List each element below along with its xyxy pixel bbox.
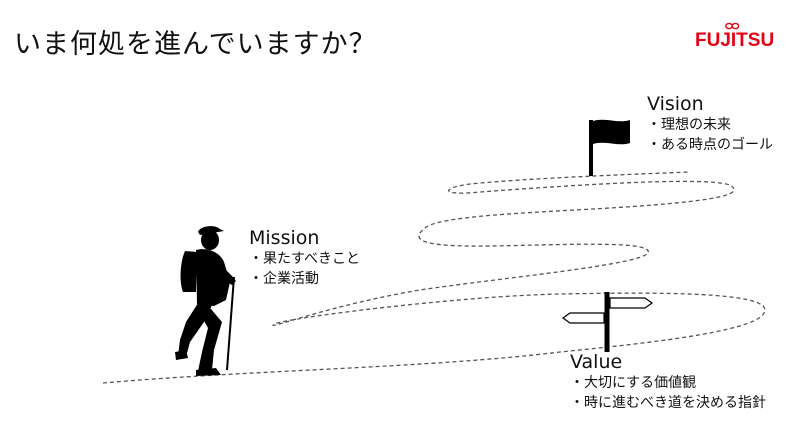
fujitsu-infinity-logo: [725, 22, 740, 30]
fujitsu-logo-text: FUJITSU: [695, 30, 774, 51]
vision-label-block: Vision ・理想の未来 ・ある時点のゴール: [647, 93, 773, 155]
mission-item: ・果たすべきこと: [249, 251, 361, 267]
value-signpost-icon: [561, 292, 654, 352]
mission-item: ・企業活動: [249, 271, 319, 287]
value-item: ・大切にする価値観: [570, 375, 697, 391]
hiker-silhouette-icon: [175, 226, 236, 376]
mission-label-block: Mission ・果たすべきこと ・企業活動: [249, 227, 360, 289]
vision-item: ・ある時点のゴール: [647, 137, 773, 153]
fujitsu-logo: FUJITSU: [695, 22, 774, 51]
vision-flag-icon: [589, 119, 630, 176]
winding-road-path: [102, 171, 766, 384]
trekking-pole-icon: [226, 276, 235, 371]
value-label-block: Value ・大切にする価値観 ・時に進むべき道を決める指針: [570, 351, 766, 413]
value-heading: Value: [570, 351, 623, 373]
value-item: ・時に進むべき道を決める指針: [570, 395, 766, 411]
vision-heading: Vision: [647, 93, 704, 115]
mission-heading: Mission: [249, 227, 320, 249]
vision-item: ・理想の未来: [647, 117, 731, 133]
slide-title: いま何処を進んでいますか？: [14, 29, 377, 60]
